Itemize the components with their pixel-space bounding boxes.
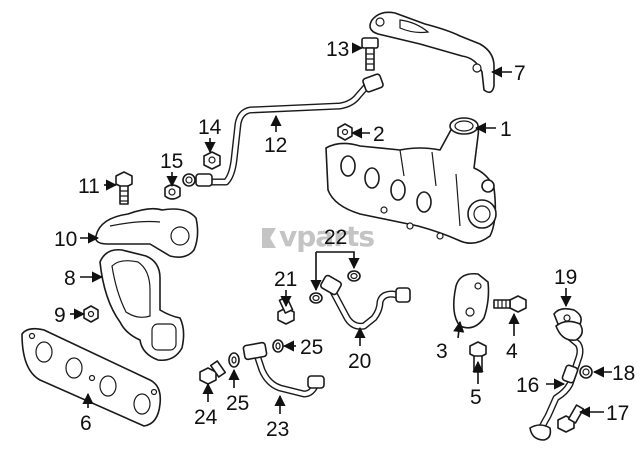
leader-lines — [70, 42, 612, 418]
callout-3: 3 — [436, 340, 448, 363]
part-18-clamp — [579, 365, 593, 379]
callout-10: 10 — [54, 228, 77, 251]
watermark-logo: vparts — [262, 220, 375, 253]
callout-16: 16 — [516, 374, 539, 397]
callout-2: 2 — [373, 123, 385, 146]
part-7-heat-shield — [369, 11, 495, 94]
callout-17: 17 — [606, 402, 629, 425]
callout-18: 18 — [612, 362, 635, 385]
part-3-bracket — [452, 272, 490, 329]
callout-21: 21 — [274, 268, 297, 291]
part-8-flange — [99, 248, 185, 362]
callout-1: 1 — [500, 118, 512, 141]
callout-13: 13 — [326, 38, 349, 61]
callout-19: 19 — [554, 266, 577, 289]
part-25-washers — [228, 339, 284, 368]
leader-3 — [453, 320, 465, 339]
part-6-gasket — [21, 327, 162, 427]
callout-25b: 25 — [300, 336, 323, 359]
part-16-coolant-line — [529, 320, 584, 441]
callout-12: 12 — [264, 134, 287, 157]
part-12-oil-feed-line — [182, 73, 384, 187]
callout-14: 14 — [198, 116, 222, 139]
part-9-nut — [83, 305, 99, 323]
callout-4: 4 — [506, 340, 518, 363]
watermark-text: vparts — [279, 220, 374, 253]
callout-7: 7 — [514, 62, 526, 85]
callout-9: 9 — [54, 304, 66, 327]
part-1-turbo-manifold — [325, 117, 497, 244]
part-23-oil-line — [242, 341, 325, 398]
leader-22b — [316, 251, 360, 270]
callout-24: 24 — [194, 406, 218, 429]
callout-11: 11 — [78, 175, 100, 198]
callout-25a: 25 — [226, 392, 249, 415]
callout-22: 22 — [324, 226, 347, 249]
part-2-nut — [337, 123, 353, 141]
part-17-bolt — [557, 404, 585, 433]
callout-23: 23 — [266, 418, 289, 441]
callout-8: 8 — [64, 267, 76, 290]
part-4-bolt — [493, 295, 527, 313]
part-10-heat-shield — [94, 207, 199, 258]
part-13-bolt — [361, 37, 379, 71]
part-20-oil-return-line — [320, 274, 411, 330]
callout-5: 5 — [470, 386, 482, 409]
part-24-bolt — [199, 360, 227, 385]
callout-20: 20 — [348, 350, 371, 373]
part-15-washer — [164, 184, 181, 200]
part-14-nut — [203, 151, 221, 170]
part-22-washers — [309, 270, 361, 304]
callout-15: 15 — [160, 150, 183, 173]
part-11-bolt — [115, 171, 133, 205]
callout-6: 6 — [80, 412, 92, 435]
callouts: 1 2 3 4 5 6 7 8 9 10 11 12 13 14 15 16 1… — [54, 38, 635, 441]
